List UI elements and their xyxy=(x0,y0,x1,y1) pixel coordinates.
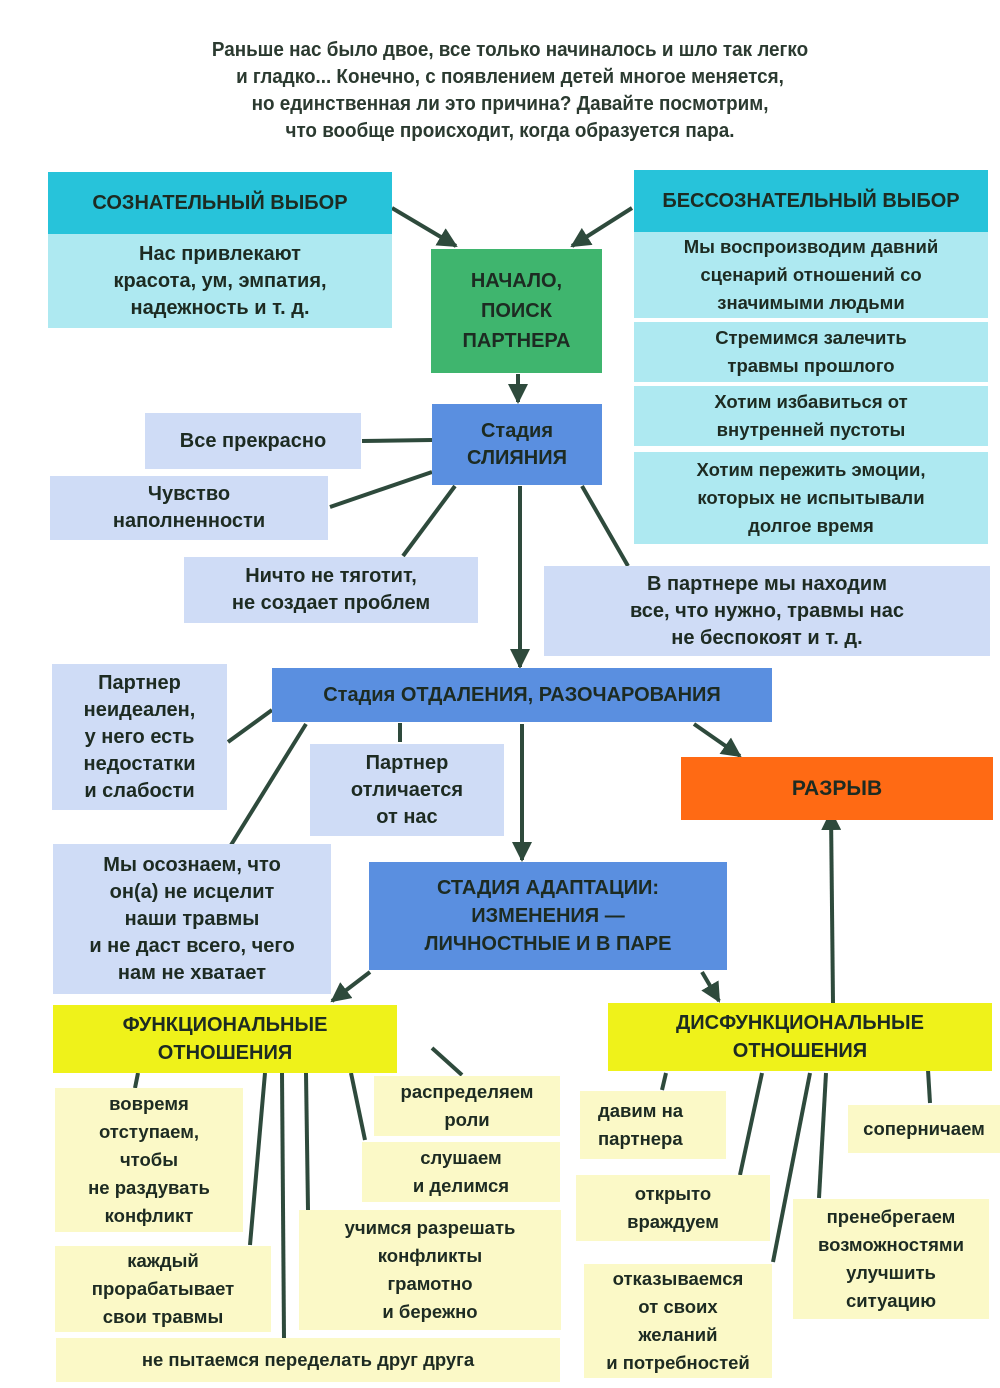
arrow-adaptation-to-dysfunctional xyxy=(700,970,721,1003)
unconscious-choice-item: Мы воспроизводим давний сценарий отношен… xyxy=(634,232,988,318)
line-functional-item-6 xyxy=(280,1072,286,1339)
line-functional-item-2 xyxy=(430,1046,464,1077)
line-dysfunctional-item-4 xyxy=(817,1072,828,1199)
intro-line: но единственная ли это причина? Давайте … xyxy=(251,92,769,115)
intro-text: Раньше нас было двое, все только начинал… xyxy=(133,36,887,144)
line-dysfunctional-item-1 xyxy=(660,1072,668,1091)
dysfunctional-item: давим на партнера xyxy=(580,1091,726,1159)
arrow-unconscious-to-start xyxy=(570,206,634,248)
line-merging-note-3 xyxy=(401,484,457,558)
dysfunctional-item: пренебрегаем возможностями улучшить ситу… xyxy=(793,1199,989,1319)
distancing-stage: Стадия ОТДАЛЕНИЯ, РАЗОЧАРОВАНИЯ xyxy=(272,668,772,722)
unconscious-choice-item: Стремимся залечить травмы прошлого xyxy=(634,322,988,382)
line-distancing-note-1 xyxy=(226,708,274,744)
line-functional-item-4 xyxy=(304,1072,310,1211)
conscious-choice-header: СОЗНАТЕЛЬНЫЙ ВЫБОР xyxy=(48,172,392,234)
dysfunctional-item: соперничаем xyxy=(848,1105,1000,1153)
merging-note: Чувство наполненности xyxy=(50,476,328,540)
distancing-note: Партнер отличается от нас xyxy=(310,744,504,836)
conscious-choice-body: Нас привлекают красота, ум, эмпатия, над… xyxy=(48,234,392,328)
unconscious-choice-item: Хотим пережить эмоции, которых не испыты… xyxy=(634,452,988,544)
line-dysfunctional-item-5 xyxy=(771,1072,812,1263)
distancing-note: Мы осознаем, что он(а) не исцелит наши т… xyxy=(53,844,331,994)
functional-item: каждый прорабатывает свои травмы xyxy=(55,1246,271,1332)
functional-item: учимся разрешать конфликты грамотно и бе… xyxy=(299,1210,561,1330)
dysfunctional-item: отказываемся от своих желаний и потребно… xyxy=(584,1264,772,1378)
merging-note: В партнере мы находим все, что нужно, тр… xyxy=(544,566,990,656)
functional-item: слушаем и делимся xyxy=(362,1142,560,1202)
functional-relations-header: ФУНКЦИОНАЛЬНЫЕ ОТНОШЕНИЯ xyxy=(53,1005,397,1073)
line-functional-item-1 xyxy=(133,1072,140,1089)
intro-line: что вообще происходит, когда образуется … xyxy=(285,119,735,142)
start-partner-search: НАЧАЛО, ПОИСК ПАРТНЕРА xyxy=(431,249,602,373)
arrow-adaptation-to-functional xyxy=(330,970,372,1003)
adaptation-stage: СТАДИЯ АДАПТАЦИИ: ИЗМЕНЕНИЯ — ЛИЧНОСТНЫЕ… xyxy=(369,862,727,970)
functional-item: распределяем роли xyxy=(374,1076,560,1136)
dysfunctional-item: открыто враждуем xyxy=(576,1175,770,1241)
distancing-note: Партнер неидеален, у него есть недостатк… xyxy=(52,664,227,810)
intro-line: Раньше нас было двое, все только начинал… xyxy=(211,38,809,61)
unconscious-choice-item: Хотим избавиться от внутренней пустоты xyxy=(634,386,988,446)
dysfunctional-relations-header: ДИСФУНКЦИОНАЛЬНЫЕ ОТНОШЕНИЯ xyxy=(608,1003,992,1071)
intro-line: и гладко... Конечно, с появлением детей … xyxy=(236,65,784,88)
line-dysfunctional-item-2 xyxy=(926,1069,932,1104)
line-distancing-note-3 xyxy=(229,722,308,847)
arrow-conscious-to-start xyxy=(390,206,458,248)
merging-stage: Стадия СЛИЯНИЯ xyxy=(432,404,602,485)
functional-item: вовремя отступаем, чтобы не раздувать ко… xyxy=(55,1088,243,1232)
line-merging-note-1 xyxy=(361,438,433,443)
arrow-distancing-to-breakup xyxy=(692,722,742,758)
line-functional-item-5 xyxy=(248,1072,267,1246)
merging-note: Все прекрасно xyxy=(145,413,361,469)
line-merging-note-4 xyxy=(580,485,630,567)
unconscious-choice-header: БЕССОЗНАТЕЛЬНЫЙ ВЫБОР xyxy=(634,170,988,232)
arrow-dysfunctional-to-breakup xyxy=(821,810,842,1004)
line-merging-note-2 xyxy=(329,470,433,509)
merging-note: Ничто не тяготит, не создает проблем xyxy=(184,557,478,623)
functional-item: не пытаемся переделать друг друга xyxy=(56,1338,560,1382)
line-dysfunctional-item-3 xyxy=(738,1072,764,1176)
breakup-box: РАЗРЫВ xyxy=(681,757,993,820)
line-functional-item-3 xyxy=(349,1072,367,1141)
